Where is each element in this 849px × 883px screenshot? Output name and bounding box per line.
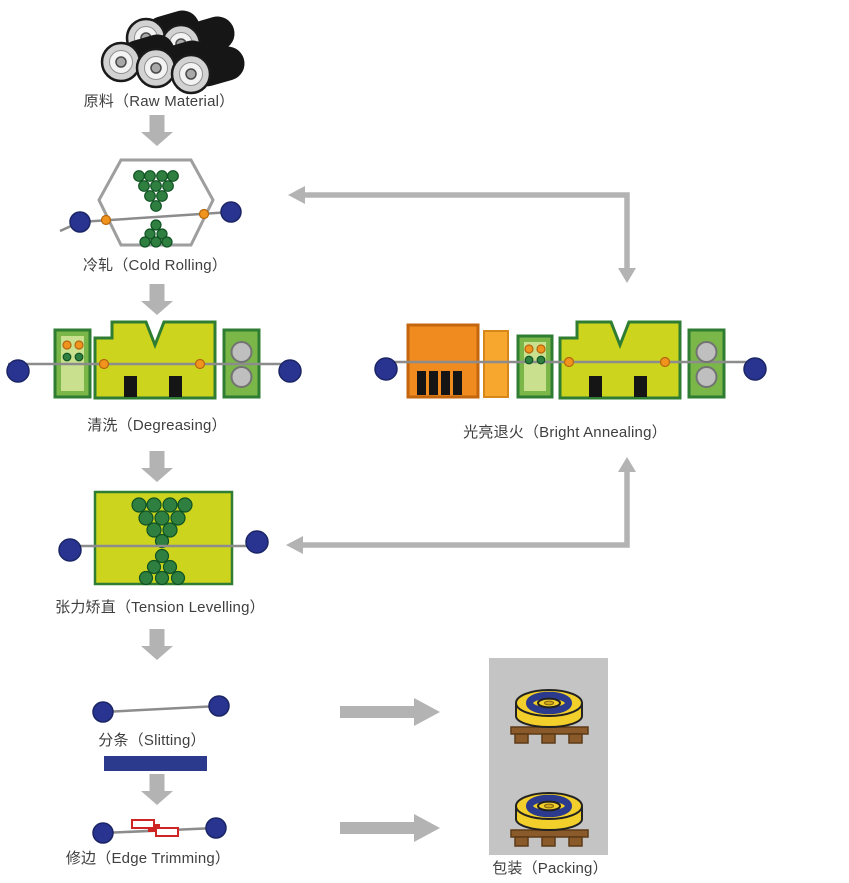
roll-cluster-top: [131, 497, 193, 549]
arrowhead-left-icon: [286, 536, 303, 554]
edge-trimming-unit: [92, 817, 227, 844]
entry-roll: [58, 538, 82, 562]
guide-roller: [659, 356, 671, 368]
tension-reel: [743, 357, 767, 381]
burner-bar: [429, 371, 438, 395]
guide-roller: [563, 356, 575, 368]
label-edge-trimming: 修边（Edge Trimming）: [65, 850, 231, 867]
guide-roller: [100, 214, 112, 226]
label-slitting: 分条（Slitting）: [98, 732, 206, 749]
uncoiler-roll: [92, 701, 114, 723]
machine-foot: [169, 376, 182, 397]
packed-coil-on-pallet: [511, 793, 588, 846]
trim-head: [155, 827, 179, 837]
slitting-unit: [92, 695, 230, 771]
roll-cluster-bottom: [139, 219, 173, 248]
degreasing-machine: [6, 320, 302, 400]
label-raw-material: 原料（Raw Material）: [83, 93, 235, 110]
recoiler-roll: [205, 817, 227, 839]
tension-reel: [278, 359, 302, 383]
pay-off-reel: [6, 359, 30, 383]
steel-coil: [170, 46, 245, 95]
machine-foot: [589, 376, 602, 397]
guide-roller: [98, 358, 110, 370]
cold-rolling-machine: [59, 158, 242, 248]
trim-head: [131, 819, 155, 829]
arrowhead-down-icon: [618, 268, 636, 283]
arrow-tension-levelling-to-slitting: [141, 629, 173, 660]
exit-roll: [245, 530, 269, 554]
roll-cluster-top: [133, 170, 179, 212]
label-cold-rolling: 冷轧（Cold Rolling）: [82, 257, 228, 274]
uncoiler-roll: [92, 822, 114, 844]
raw-material-coils: [100, 10, 245, 95]
label-tension-levelling: 张力矫直（Tension Levelling）: [55, 599, 265, 616]
uncoiler-roll: [69, 211, 91, 233]
arrow-slitting-to-edge-trimming: [141, 774, 173, 805]
recoiler-roll: [220, 201, 242, 223]
burner-bar: [453, 371, 462, 395]
roll-cluster-bottom: [138, 548, 186, 586]
arrow-raw-to-cold-rolling: [141, 115, 173, 146]
strip-line: [102, 704, 220, 714]
squeeze-roll: [695, 341, 718, 363]
main-flow-arrows: [141, 115, 440, 842]
squeeze-roll: [230, 341, 253, 363]
squeeze-roll: [695, 366, 718, 388]
loop-cold-rolling-bright-annealing: [288, 186, 636, 283]
guide-roller: [198, 208, 210, 220]
squeeze-roll: [230, 366, 253, 388]
recoiler-roll: [208, 695, 230, 717]
loop-bright-annealing-tension-levelling: [286, 457, 636, 554]
tension-leveller-machine: [58, 490, 269, 586]
slit-strip-bar: [104, 756, 207, 771]
arrow-edge-trimming-to-packing: [340, 814, 440, 842]
furnace-stripe: [483, 330, 509, 398]
bright-annealing-machine: [374, 320, 767, 400]
arrow-degreasing-to-tension-levelling: [141, 451, 173, 482]
machine-foot: [124, 376, 137, 397]
pay-off-reel: [374, 357, 398, 381]
arrow-slitting-to-packing: [340, 698, 440, 726]
label-bright-annealing: 光亮退火（Bright Annealing）: [463, 424, 667, 441]
guide-roller: [194, 358, 206, 370]
burner-bar: [441, 371, 450, 395]
arrow-cold-rolling-to-degreasing: [141, 284, 173, 315]
burner-bar: [417, 371, 426, 395]
packing-panel: [489, 658, 608, 855]
arrowhead-up-icon: [618, 457, 636, 472]
arrowhead-left-icon: [288, 186, 305, 204]
label-packing: 包装（Packing）: [492, 860, 608, 877]
packed-coil-on-pallet: [511, 690, 588, 743]
label-degreasing: 清洗（Degreasing）: [87, 417, 227, 434]
machine-foot: [634, 376, 647, 397]
